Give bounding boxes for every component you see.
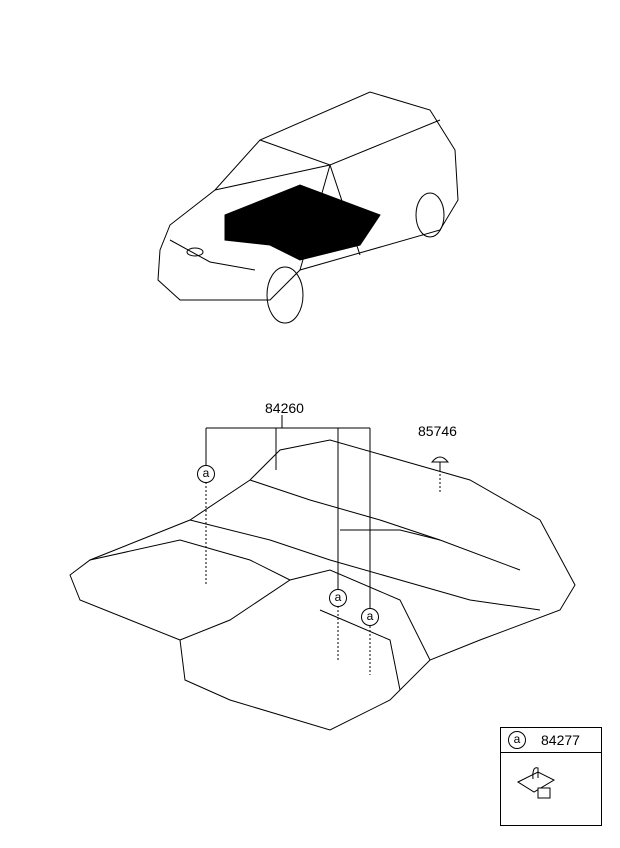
legend-header: a 84277 <box>501 728 601 753</box>
fastener-icon <box>516 767 556 799</box>
leader-lines <box>205 415 441 675</box>
callout-a[interactable]: a <box>329 589 347 607</box>
floor-carpet-drawing <box>69 439 576 731</box>
legend-letter: a <box>508 731 526 749</box>
legend-box: a 84277 <box>500 727 602 826</box>
floor-highlight <box>224 184 381 261</box>
legend-part-number[interactable]: 84277 <box>541 732 580 748</box>
callout-a[interactable]: a <box>361 608 379 626</box>
callout-a[interactable]: a <box>197 465 215 483</box>
part-number-85746[interactable]: 85746 <box>418 423 457 439</box>
car-illustration <box>157 91 459 324</box>
clip-icon <box>430 456 450 470</box>
part-number-84260[interactable]: 84260 <box>265 400 304 416</box>
